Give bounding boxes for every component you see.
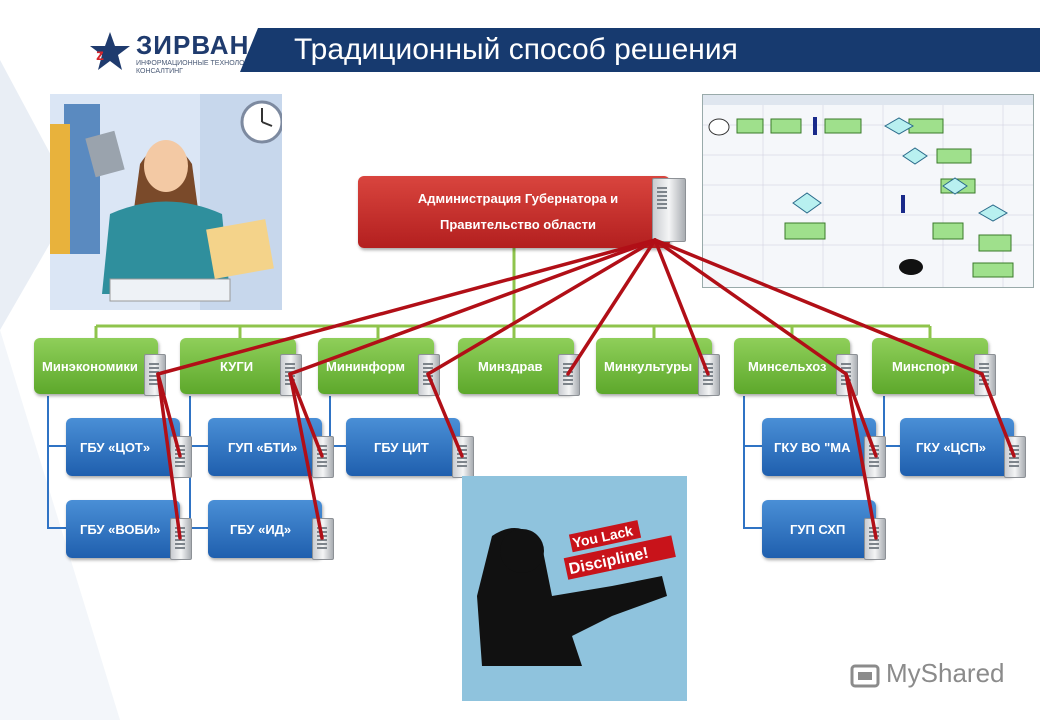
sub-label: ГУП СХП [790, 521, 846, 537]
sub-gup-bti: ГУП «БТИ» [208, 418, 322, 476]
ministry-label: Мининформ [326, 358, 406, 374]
myshared-logo-icon [850, 664, 880, 688]
myshared-watermark: MyShared [886, 658, 1005, 688]
sub-label: ГБУ «ЦОТ» [80, 439, 151, 455]
ministry-label: Минспорт [892, 358, 956, 374]
ministry-kugi: КУГИ [180, 338, 296, 394]
discipline-poster: You Lack Discipline! [462, 476, 687, 701]
svg-text:z: z [96, 47, 104, 64]
ministry-culture: Минкультуры [596, 338, 712, 394]
ministry-label: Минкультуры [604, 358, 693, 374]
sub-gbu-cit: ГБУ ЦИТ [346, 418, 460, 476]
ministry-agriculture: Минсельхоз [734, 338, 850, 394]
ministry-health: Минздрав [458, 338, 574, 394]
ministry-inform: Мининформ [318, 338, 434, 394]
ministry-sport: Минспорт [872, 338, 988, 394]
ministry-label: Минздрав [478, 358, 543, 374]
ministry-label: КУГИ [220, 358, 254, 374]
sub-gku-csp: ГКУ «ЦСП» [900, 418, 1014, 476]
sub-label: ГБУ ЦИТ [374, 439, 429, 455]
top-node-line1: Администрация Губернатора и [417, 191, 619, 206]
sub-label: ГКУ «ЦСП» [916, 439, 987, 455]
title-band [258, 28, 1040, 72]
sub-gup-shp: ГУП СХП [762, 500, 876, 558]
sub-label: ГБУ «ВОБИ» [80, 521, 161, 537]
sub-gbu-cot: ГБУ «ЦОТ» [66, 418, 180, 476]
sub-label: ГБУ «ИД» [230, 521, 292, 537]
sub-label: ГКУ ВО "МА [774, 439, 851, 455]
office-worker-illustration [50, 94, 282, 310]
sub-label: ГУП «БТИ» [228, 439, 298, 455]
ministry-economy: Минэкономики [34, 338, 158, 394]
process-flowchart-screenshot [702, 94, 1034, 288]
sub-gbu-id: ГБУ «ИД» [208, 500, 322, 558]
top-node-line2: Правительство области [439, 217, 597, 232]
ministry-label: Минсельхоз [748, 358, 827, 374]
ministry-label: Минэкономики [42, 358, 138, 374]
slide-title: Традиционный способ решения [294, 33, 738, 66]
sub-gbu-vobi: ГБУ «ВОБИ» [66, 500, 180, 558]
governor-administration-node: Администрация Губернатора и Правительств… [358, 176, 670, 248]
brand-tagline: ИНФОРМАЦИОННЫЕ ТЕХНОЛОГИИ И КОНСАЛТИНГ [136, 60, 266, 75]
server-icon [652, 178, 686, 242]
brand-name: ЗИРВАН [136, 30, 250, 60]
title-band-notch [240, 28, 270, 72]
star-logo-icon: z [90, 32, 130, 70]
brand-logo: z ЗИРВАН ИНФОРМАЦИОННЫЕ ТЕХНОЛОГИИ И КОН… [88, 30, 268, 75]
